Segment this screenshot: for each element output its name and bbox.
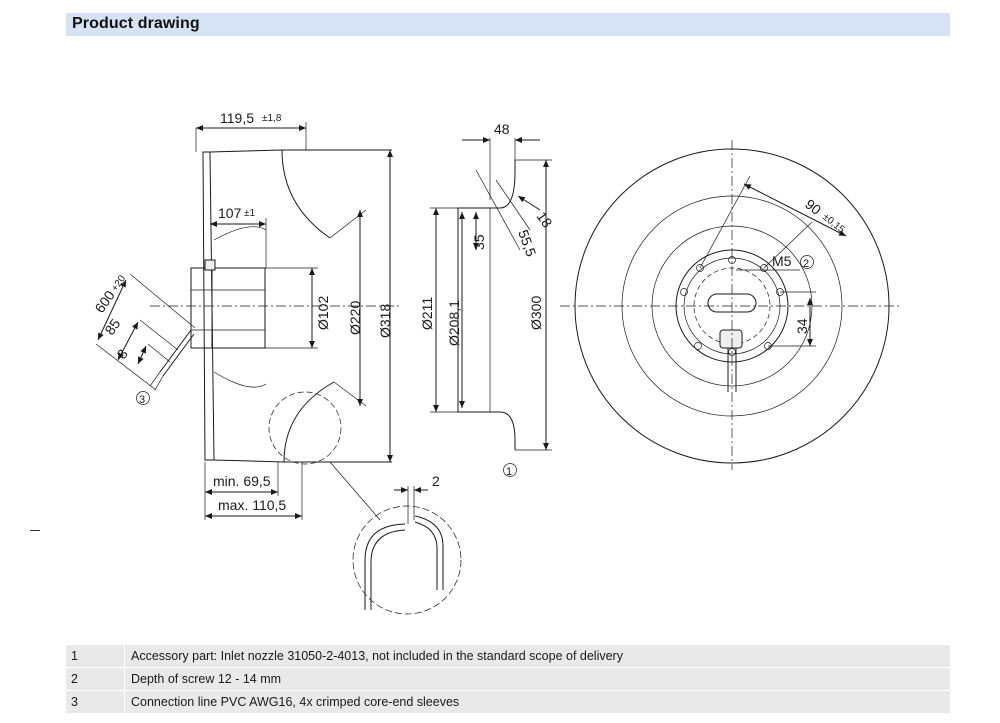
dim-dia-318: Ø318	[377, 304, 393, 338]
dim-width-total-tol: ±1,8	[262, 113, 282, 124]
dim-hole-34: 34	[794, 318, 810, 334]
dim-max-depth: max. 110,5	[218, 497, 286, 513]
detail-view: 2	[352, 473, 462, 615]
dim-inner-depth: 107	[218, 205, 242, 221]
note-row: 2 Depth of screw 12 - 14 mm	[66, 668, 950, 690]
note-text: Accessory part: Inlet nozzle 31050-2-401…	[131, 649, 623, 663]
dim-dia-208: Ø208,1	[446, 300, 462, 346]
dim-bolt-90-tol: ±0,15	[820, 212, 847, 236]
header-bar: Product drawing	[66, 13, 950, 36]
side-view: 119,5 ±1,8 107 ±1 Ø102 Ø220 Ø318 min. 69…	[91, 110, 400, 521]
callout-3: 3	[139, 394, 145, 406]
notes-table: 1 Accessory part: Inlet nozzle 31050-2-4…	[66, 645, 950, 714]
note-row: 1 Accessory part: Inlet nozzle 31050-2-4…	[66, 645, 950, 667]
dim-inner-depth-tol: ±1	[244, 208, 255, 219]
callout-2: 2	[803, 258, 809, 270]
dim-dia-102: Ø102	[315, 296, 331, 330]
dim-dia-211: Ø211	[419, 297, 435, 330]
dim-width-total: 119,5	[220, 110, 254, 126]
note-text: Connection line PVC AWG16, 4x crimped co…	[131, 695, 460, 709]
dim-nozzle-55: 55,5	[515, 228, 539, 259]
dim-dia-220: Ø220	[347, 301, 363, 335]
note-number: 3	[66, 691, 125, 713]
front-view: 90 ±0,15 M5 2 34	[560, 140, 900, 470]
dim-bolt-90: 90	[802, 196, 824, 218]
dim-nozzle-18: 18	[534, 209, 556, 231]
dim-strip-85: 85	[101, 316, 123, 338]
note-text: Depth of screw 12 - 14 mm	[131, 672, 282, 686]
nozzle-view: 48 Ø211 Ø208,1 35 Ø300 18 55,5 1	[419, 121, 556, 478]
dim-dia-300: Ø300	[528, 296, 544, 330]
dim-cable-len-tol: +20	[109, 273, 128, 294]
dim-gap-2: 2	[432, 473, 440, 489]
note-number: 2	[66, 668, 125, 690]
note-number: 1	[66, 645, 125, 667]
dim-nozzle-35: 35	[471, 234, 487, 250]
dim-screw-m5: M5	[772, 253, 792, 269]
callout-1: 1	[506, 466, 512, 478]
note-row: 3 Connection line PVC AWG16, 4x crimped …	[66, 691, 950, 713]
page-title: Product drawing	[72, 15, 200, 32]
margin-dash	[30, 530, 40, 531]
dim-nozzle-48: 48	[494, 121, 510, 137]
product-drawing: 119,5 ±1,8 107 ±1 Ø102 Ø220 Ø318 min. 69…	[91, 110, 900, 615]
dim-min-depth: min. 69,5	[213, 473, 271, 489]
